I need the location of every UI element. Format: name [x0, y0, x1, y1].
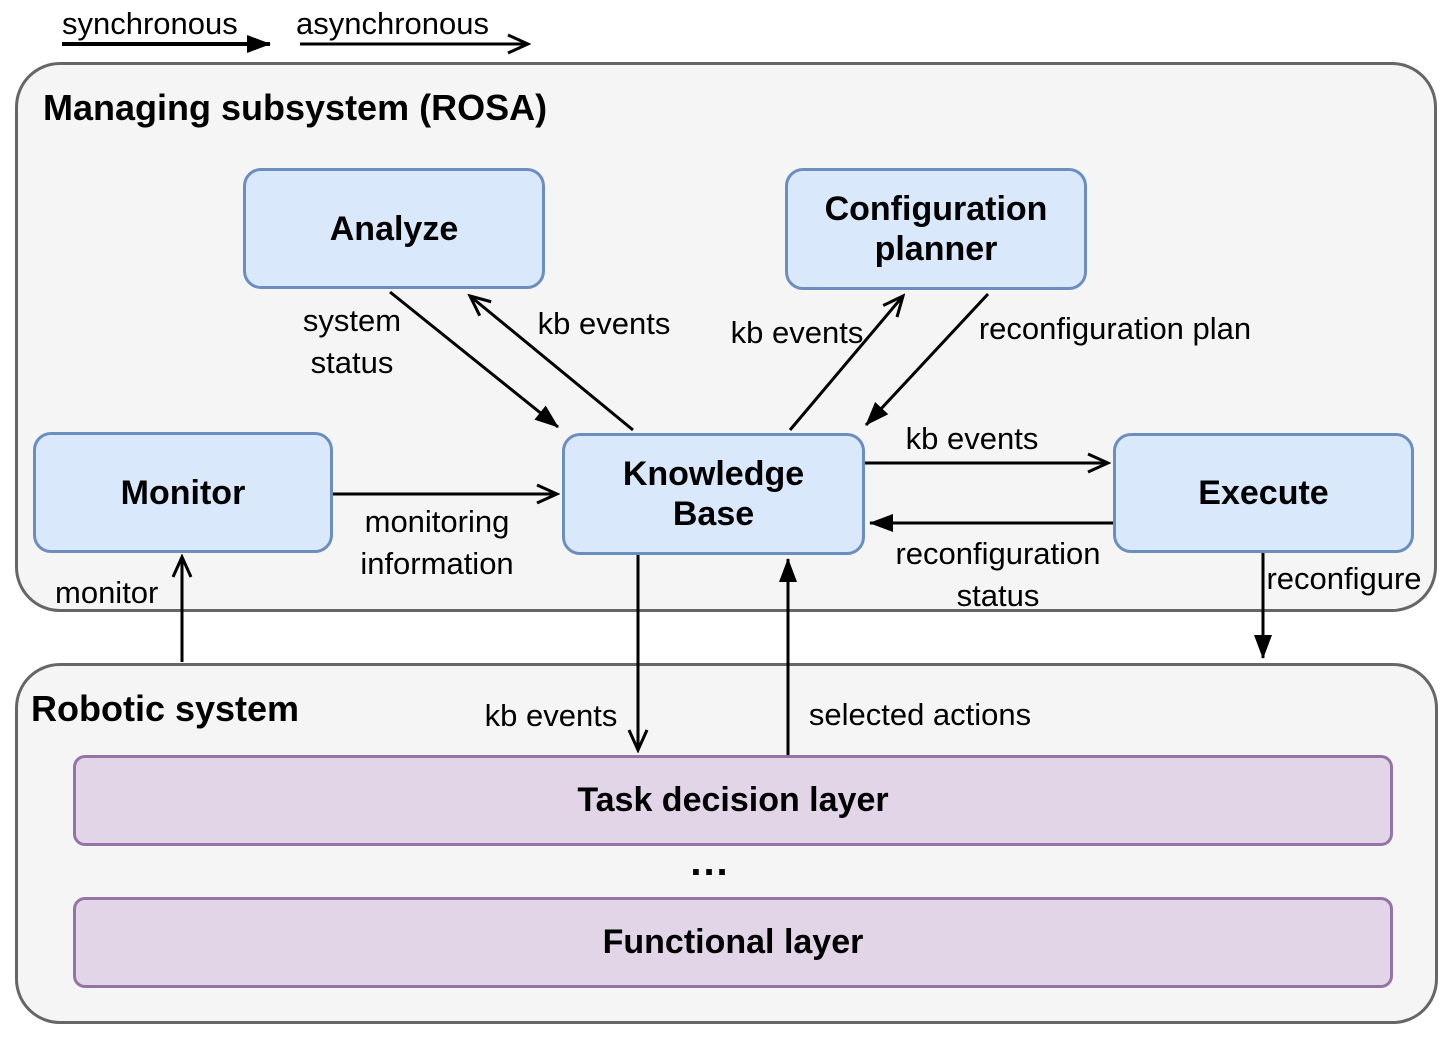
node-configuration-planner: Configuration planner — [785, 168, 1087, 290]
node-execute-label: Execute — [1198, 474, 1329, 512]
node-monitor-label: Monitor — [120, 473, 246, 512]
layer-functional: Functional layer — [73, 897, 1393, 988]
node-analyze: Analyze — [243, 168, 545, 289]
managing-subsystem-title: Managing subsystem (ROSA) — [43, 87, 548, 128]
edge-label-system-status: system status — [302, 303, 402, 380]
edge-label-monitoring-information: monitoring information — [360, 504, 514, 581]
node-monitor: Monitor — [33, 432, 333, 553]
node-analyze-label: Analyze — [329, 209, 459, 248]
edge-label-kb-events-task: kb events — [484, 698, 618, 733]
edge-label-monitor: monitor — [55, 575, 159, 610]
legend-asynchronous-label: asynchronous — [296, 6, 490, 41]
edge-label-reconfiguration-plan: reconfiguration plan — [978, 311, 1252, 346]
edge-label-selected-actions: selected actions — [808, 697, 1032, 732]
node-configuration-planner-label: Configuration planner — [824, 190, 1048, 268]
edge-label-kb-events-execute: kb events — [905, 421, 1039, 456]
layers-ellipsis: ... — [690, 840, 730, 884]
layer-task-decision: Task decision layer — [73, 755, 1393, 846]
legend-synchronous-label: synchronous — [62, 6, 238, 41]
edge-label-kb-events-config: kb events — [730, 315, 864, 350]
node-knowledge-base-label: Knowledge Base — [622, 455, 805, 533]
layer-task-decision-label: Task decision layer — [577, 781, 889, 819]
node-knowledge-base: Knowledge Base — [562, 433, 865, 555]
node-execute: Execute — [1113, 433, 1414, 553]
edge-label-reconfigure: reconfigure — [1266, 561, 1422, 596]
layer-functional-label: Functional layer — [602, 923, 864, 961]
robotic-system-title: Robotic system — [31, 688, 300, 729]
edge-label-kb-events-analyze: kb events — [537, 306, 671, 341]
edge-label-reconfiguration-status: reconfiguration status — [895, 536, 1101, 613]
